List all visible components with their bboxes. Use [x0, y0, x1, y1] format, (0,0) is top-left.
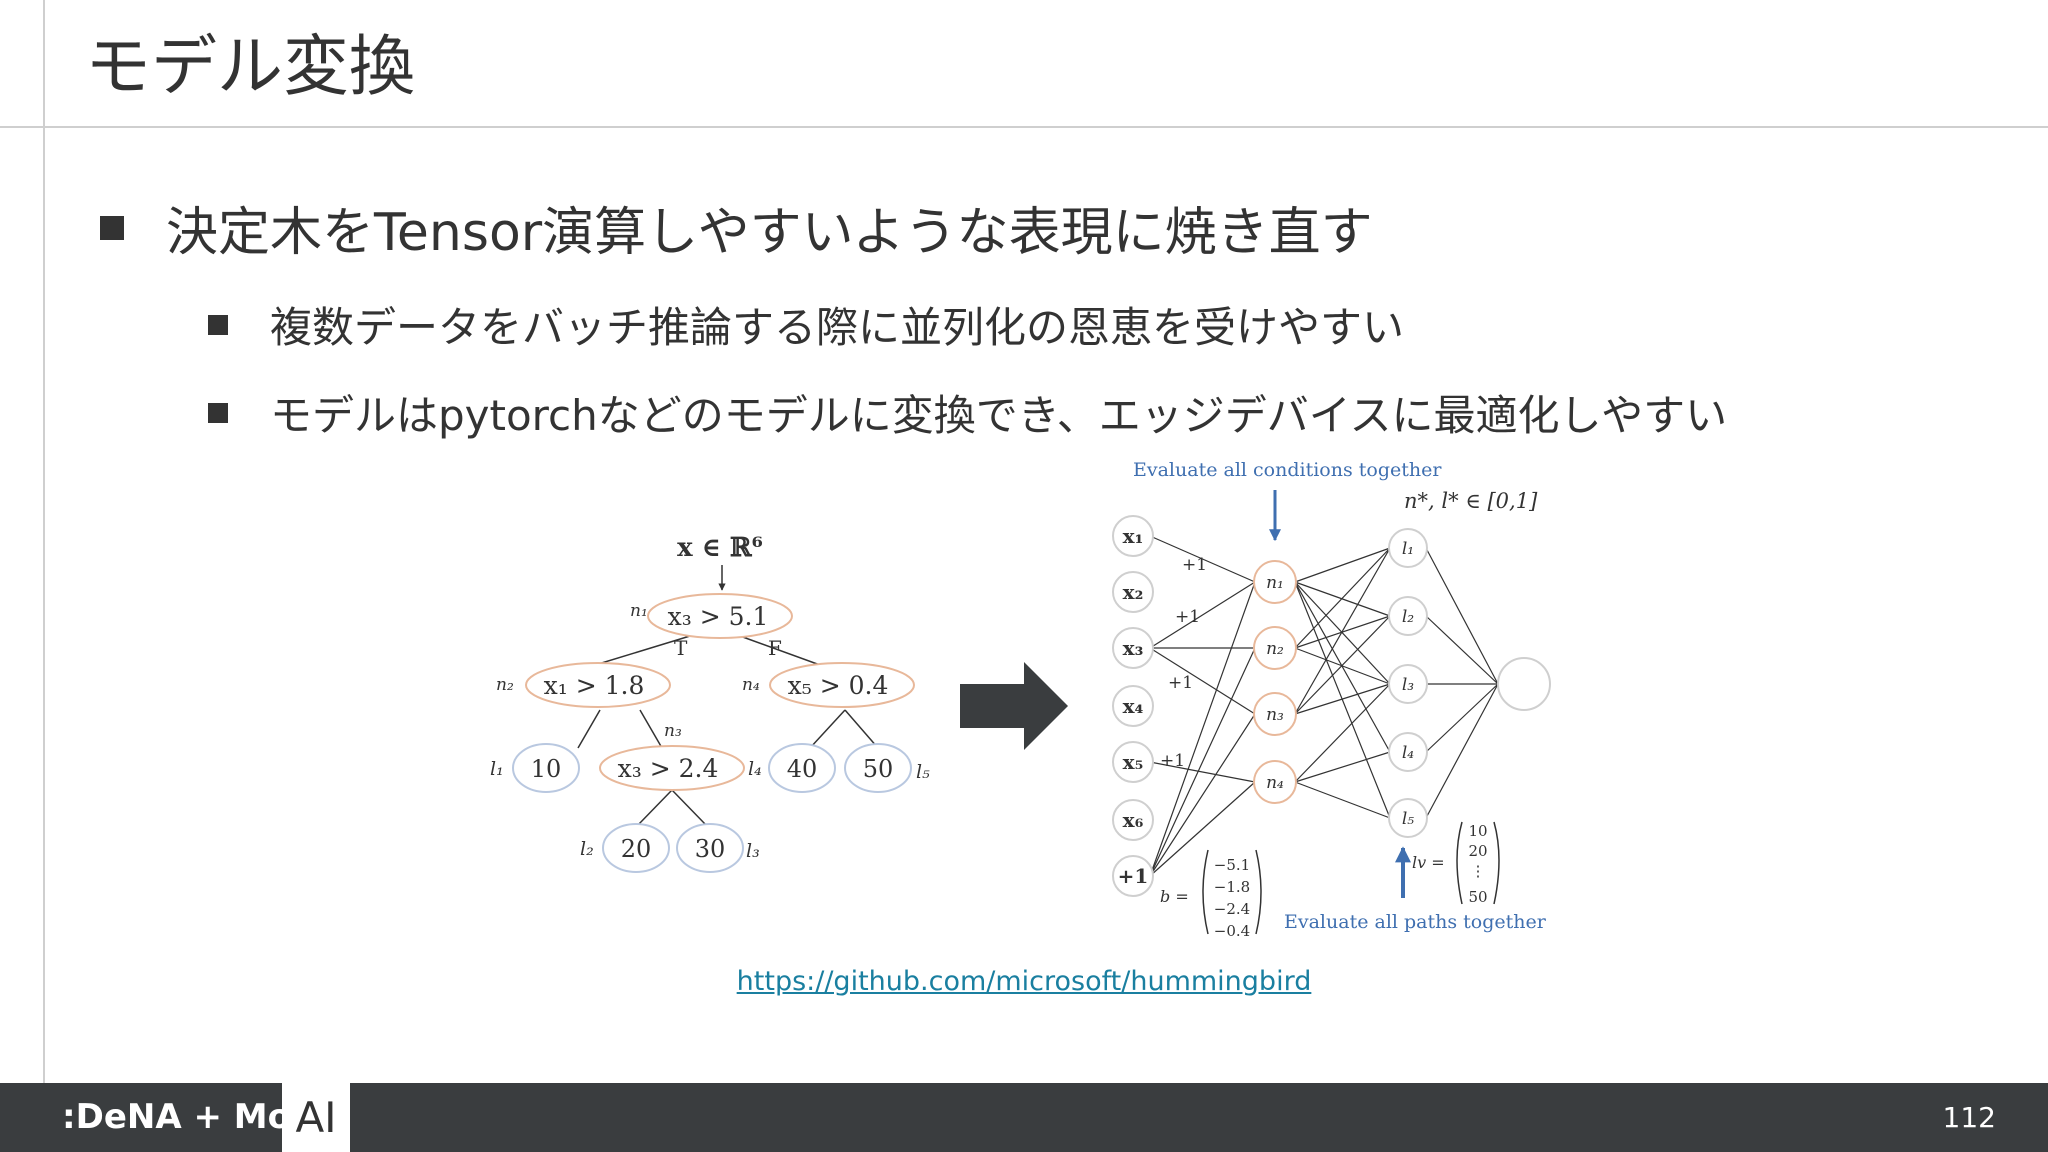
input-node: x₆ [1123, 808, 1144, 832]
b-value: −0.4 [1214, 922, 1250, 940]
bullet-text: 決定木をTensor演算しやすいような表現に焼き直す [166, 203, 1373, 263]
tree-leaf-l5-label: l₅ [916, 761, 930, 783]
range-label: n*, l* ∈ [0,1] [1404, 489, 1538, 513]
top-caption: Evaluate all conditions together [1133, 459, 1442, 481]
bullet-level1: 決定木をTensor演算しやすいような表現に焼き直す [100, 190, 1373, 265]
square-bullet-icon [100, 215, 124, 240]
tree-leaf-l5: 50 [863, 755, 894, 783]
bullet-level2: モデルはpytorchなどのモデルに変換でき、エッジデバイスに最適化しやすい [208, 382, 1727, 443]
bottom-caption: Evaluate all paths together [1284, 911, 1547, 933]
tree-node-n1: x₃ > 5.1 [668, 602, 769, 631]
transform-arrow-icon [960, 662, 1068, 750]
bullet-level2: 複数データをバッチ推論する際に並列化の恩恵を受けやすい [208, 294, 1404, 355]
tree-leaf-l1-label: l₁ [490, 758, 504, 780]
lv-value: 10 [1468, 822, 1487, 840]
input-node: x₃ [1123, 636, 1144, 660]
tree-node-n2-label: n₂ [496, 675, 514, 695]
input-node: x₂ [1123, 580, 1144, 604]
b-value: −2.4 [1214, 900, 1250, 918]
condition-node: n₃ [1266, 705, 1284, 725]
slide-title: モデル変換 [85, 28, 415, 105]
tree-node-n3-label: n₃ [664, 721, 682, 741]
condition-node: n₄ [1266, 773, 1284, 793]
square-bullet-icon [208, 314, 228, 335]
input-node: x₁ [1123, 524, 1144, 548]
tree-leaf-l4-label: l₄ [748, 758, 762, 780]
tree-false-label: F [768, 636, 782, 660]
tree-leaf-l1: 10 [531, 755, 562, 783]
decision-tree: x ∈ ℝ⁶ x₃ > 5.1 n₁ T F x₁ > 1.8 n₂ x₅ > … [490, 533, 930, 873]
b-label: b = [1160, 887, 1189, 906]
input-node: +1 [1118, 864, 1149, 888]
lv-value: ⋮ [1471, 862, 1486, 880]
tensor-network: Evaluate all conditions together n*, l* … [1112, 459, 1551, 940]
input-node: x₅ [1123, 750, 1144, 774]
lv-value: 50 [1468, 888, 1487, 906]
page-number: 112 [1942, 1101, 1996, 1134]
path-node: l₅ [1402, 809, 1414, 829]
tree-leaf-l3: 30 [695, 835, 726, 863]
bullet-text: 複数データをバッチ推論する際に並列化の恩恵を受けやすい [270, 303, 1405, 352]
path-node: l₁ [1402, 539, 1414, 559]
lv-label: lv = [1412, 853, 1445, 872]
output-node [1497, 657, 1551, 711]
tree-node-n4-label: n₄ [742, 675, 760, 695]
tree-leaf-l2: 20 [621, 835, 652, 863]
path-node: l₄ [1402, 743, 1414, 763]
tree-node-n1-label: n₁ [630, 601, 648, 621]
tree-leaf-l2-label: l₂ [580, 838, 594, 860]
path-node: l₃ [1402, 675, 1414, 695]
edge-label: +1 [1182, 555, 1207, 575]
edge-label: +1 [1175, 607, 1200, 627]
title-underline [0, 126, 2048, 128]
tree-to-tensor-figure: x ∈ ℝ⁶ x₃ > 5.1 n₁ T F x₁ > 1.8 n₂ x₅ > … [490, 459, 1551, 940]
condition-node: n₁ [1266, 573, 1284, 593]
tree-true-label: T [674, 636, 688, 660]
source-link[interactable]: https://github.com/microsoft/hummingbird [736, 966, 1312, 997]
path-node: l₂ [1402, 607, 1414, 627]
ai-badge: AI [282, 1083, 350, 1152]
bullet-text: モデルはpytorchなどのモデルに変換でき、エッジデバイスに最適化しやすい [270, 391, 1728, 440]
tree-node-n4: x₅ > 0.4 [788, 671, 889, 700]
tree-leaf-l4: 40 [787, 755, 818, 783]
left-rule [43, 0, 45, 1083]
b-value: −1.8 [1214, 878, 1250, 896]
edge-label: +1 [1160, 751, 1185, 771]
tree-node-n2: x₁ > 1.8 [544, 671, 645, 700]
dena-mot-logo: :DeNA + MoT [62, 1097, 315, 1137]
b-value: −5.1 [1214, 856, 1250, 874]
input-node: x₄ [1123, 694, 1144, 718]
square-bullet-icon [208, 402, 228, 423]
condition-node: n₂ [1266, 639, 1284, 659]
lv-value: 20 [1468, 842, 1487, 860]
tree-input-label: x ∈ ℝ⁶ [677, 533, 763, 563]
footer-bar: :DeNA + MoT AI 112 [0, 1083, 2048, 1152]
edge-label: +1 [1168, 673, 1193, 693]
tree-leaf-l3-label: l₃ [746, 840, 760, 862]
tree-node-n3: x₃ > 2.4 [618, 754, 719, 783]
